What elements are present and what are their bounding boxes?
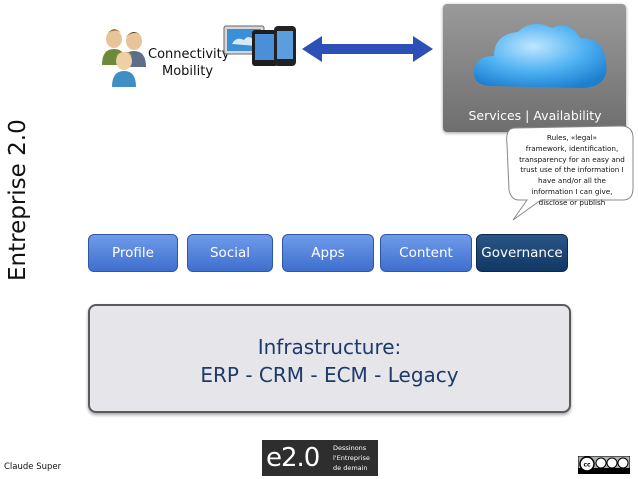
infrastructure-systems: ERP - CRM - ECM - Legacy [200,363,459,387]
cc-by-nc-sa-icon: cc [578,456,630,474]
governance-note-line: information I can give, [531,186,613,196]
connectivity-label: Connectivity Mobility [148,46,229,80]
governance-note-line: Rules, «legal» [546,133,598,142]
infrastructure-title: Infrastructure: [257,335,402,359]
speech-bubble [506,125,634,221]
tab-governance: Governance [476,234,568,272]
logo-mark: e2.0 [266,443,320,473]
devices-icon [223,25,296,66]
governance-note-line: framework, identification, [525,143,619,153]
bidirectional-arrow-icon [302,36,433,62]
e20-logo [262,440,378,476]
governance-note-line: disclose or publish [538,197,606,207]
infrastructure-box [88,304,571,413]
cloud-icon [473,23,607,88]
logo-tagline-line: de demain [333,464,368,472]
svg-text:cc: cc [583,462,591,469]
tab-content: Content [380,234,472,272]
logo-tagline-line: l'Entreprise [333,454,370,462]
governance-note-line: have and/or all the [538,176,606,186]
tab-profile: Profile [88,234,178,272]
tab-social: Social [187,234,273,272]
governance-note-line: trust use of the information I [520,165,624,175]
logo-tagline-line: Dessinons [333,444,367,452]
services-availability-label: Services | Availability [468,108,602,123]
people-icon [102,29,146,87]
logo-tagline: Dessinons l'Entreprise de demain [333,443,370,473]
governance-note: Rules, «legal» framework, identification… [513,133,631,209]
tab-apps: Apps [282,234,374,272]
diagram-title: Entreprise 2.0 [5,119,31,281]
author-credit: Claude Super [4,462,62,472]
connectivity-line-1: Connectivity [148,47,230,62]
connectivity-line-2: Mobility [162,64,214,79]
governance-note-line: transparency for an easy and [519,154,625,164]
